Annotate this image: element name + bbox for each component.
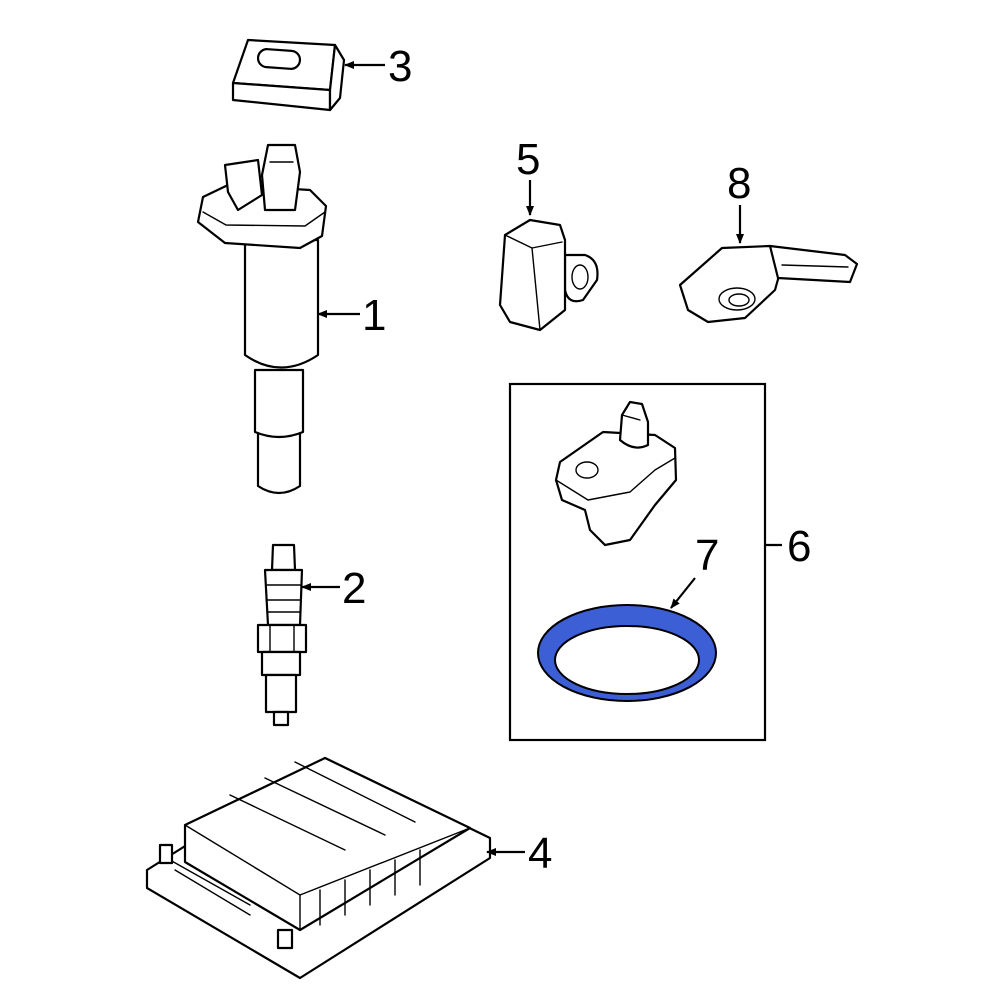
callout-5[interactable]: 5 bbox=[516, 135, 540, 184]
part-1-ignition-coil[interactable] bbox=[196, 143, 328, 495]
leader-7 bbox=[670, 577, 696, 609]
callout-2[interactable]: 2 bbox=[342, 564, 366, 613]
callout-6[interactable]: 6 bbox=[787, 522, 811, 571]
part-2-spark-plug[interactable] bbox=[256, 543, 308, 727]
callout-1[interactable]: 1 bbox=[362, 291, 386, 340]
callout-8[interactable]: 8 bbox=[727, 159, 751, 208]
part-7-o-ring[interactable] bbox=[536, 604, 718, 702]
part-4-control-module[interactable] bbox=[145, 756, 492, 980]
assembly-6-frame bbox=[508, 382, 767, 742]
callout-4[interactable]: 4 bbox=[528, 829, 552, 878]
part-5-sensor[interactable] bbox=[498, 218, 599, 332]
part-8-bracket-arm[interactable] bbox=[678, 244, 859, 324]
part-3-bracket[interactable] bbox=[231, 38, 346, 112]
part-6-sensor[interactable] bbox=[554, 400, 678, 547]
o-ring-highlight bbox=[536, 604, 718, 702]
callout-7[interactable]: 7 bbox=[695, 531, 719, 580]
callout-3[interactable]: 3 bbox=[388, 42, 412, 91]
